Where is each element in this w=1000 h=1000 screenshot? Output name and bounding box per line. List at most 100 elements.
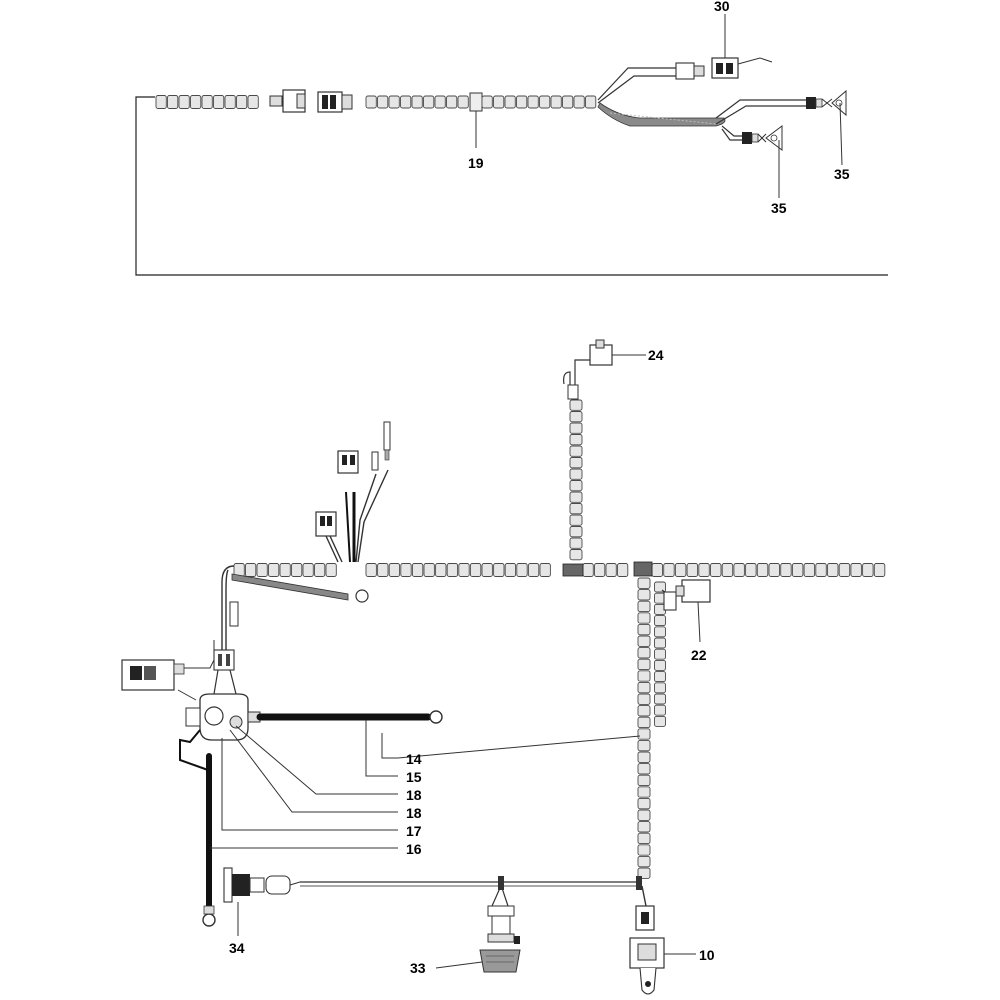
loom-segment bbox=[446, 563, 459, 577]
loom-segment bbox=[637, 739, 651, 752]
loom-segment bbox=[569, 445, 583, 457]
loom-segment bbox=[654, 659, 666, 671]
loom-segment bbox=[539, 95, 551, 109]
harness-run-bottom bbox=[300, 876, 642, 890]
connector-side bbox=[315, 511, 337, 537]
loom-segment bbox=[562, 95, 574, 109]
loom-segment bbox=[493, 95, 505, 109]
relay-module bbox=[121, 640, 215, 701]
loom-segment bbox=[504, 95, 516, 109]
loom-segment bbox=[569, 434, 583, 446]
loom-segment bbox=[686, 563, 699, 577]
loom-segment bbox=[637, 693, 651, 705]
loom-segment bbox=[314, 563, 326, 577]
loom-segment bbox=[516, 95, 528, 109]
loom-segment bbox=[637, 577, 651, 589]
lamp-33 bbox=[479, 887, 521, 973]
loom-segment bbox=[654, 682, 666, 694]
main-harness: 24 22 bbox=[121, 339, 886, 995]
loom-segment bbox=[155, 95, 167, 109]
callout-24: 24 bbox=[648, 347, 664, 363]
callout-17: 17 bbox=[406, 823, 422, 839]
callout-34: 34 bbox=[229, 940, 245, 956]
loom-segment bbox=[654, 615, 666, 627]
loom-segment bbox=[654, 581, 666, 593]
loom-segment bbox=[637, 821, 651, 833]
loom-segment bbox=[493, 563, 505, 577]
loom-segment bbox=[569, 457, 583, 469]
loom-segment bbox=[815, 563, 827, 577]
loom-segment bbox=[516, 563, 528, 577]
main-loom-horizontal bbox=[233, 563, 886, 577]
loom-segment bbox=[569, 491, 583, 503]
loom-segment bbox=[527, 95, 539, 109]
loom-segment bbox=[569, 537, 583, 549]
loom-segment bbox=[850, 563, 862, 577]
loom-segment bbox=[400, 95, 412, 109]
leader-17 bbox=[221, 738, 398, 831]
loom-segment bbox=[291, 563, 303, 577]
loom-segment bbox=[569, 503, 583, 515]
loom-segment bbox=[400, 563, 412, 577]
loom-segment bbox=[663, 563, 675, 577]
leader-15 bbox=[365, 720, 398, 777]
loom-segment bbox=[654, 693, 666, 705]
loom-segment bbox=[873, 563, 886, 577]
loom-segment bbox=[637, 670, 651, 682]
loom-side-22 bbox=[654, 581, 666, 727]
leader-18a bbox=[235, 725, 398, 795]
leader-18b bbox=[229, 729, 398, 813]
loom-segment bbox=[435, 563, 447, 577]
solenoid bbox=[185, 693, 261, 741]
loom-segment bbox=[569, 411, 583, 423]
loom-segment bbox=[637, 844, 651, 856]
battery-cable bbox=[256, 710, 443, 724]
loom-segment bbox=[605, 563, 617, 577]
loom-segment bbox=[365, 95, 377, 109]
leader-35a bbox=[839, 102, 843, 166]
loom-segment bbox=[674, 563, 687, 577]
bulb-socket-icon bbox=[742, 125, 783, 151]
ground-cable bbox=[179, 729, 216, 927]
loom-segment bbox=[585, 95, 597, 109]
loom-segment bbox=[481, 95, 493, 109]
upper-loom-middle bbox=[365, 95, 469, 109]
loom-segment bbox=[654, 648, 666, 660]
callout-10: 10 bbox=[699, 947, 715, 963]
callout-19: 19 bbox=[468, 155, 484, 171]
loom-segment bbox=[637, 809, 651, 821]
loom-segment bbox=[457, 95, 469, 109]
loom-segment bbox=[637, 612, 651, 624]
loom-segment bbox=[245, 563, 257, 577]
loom-segment bbox=[550, 95, 562, 109]
loom-segment bbox=[573, 95, 585, 109]
loom-segment bbox=[838, 563, 851, 577]
loom-segment bbox=[756, 563, 769, 577]
loom-segment bbox=[637, 832, 651, 845]
loom-segment bbox=[780, 563, 792, 577]
ring-terminal-icon bbox=[429, 710, 443, 724]
lamp-wires bbox=[715, 99, 808, 141]
loom-segment bbox=[481, 563, 493, 577]
loom-segment bbox=[654, 671, 666, 683]
loom-segment bbox=[651, 563, 663, 577]
loom-segment bbox=[721, 563, 734, 577]
loom-segment bbox=[423, 563, 435, 577]
callout-33: 33 bbox=[410, 960, 426, 976]
loom-segment bbox=[569, 549, 583, 561]
callout-35: 35 bbox=[771, 200, 787, 216]
loom-segment bbox=[654, 704, 666, 716]
loom-segment bbox=[733, 563, 745, 577]
loom-segment bbox=[637, 728, 651, 740]
callout-18: 18 bbox=[406, 805, 422, 821]
sensor-24 bbox=[563, 339, 613, 400]
junction-tape bbox=[633, 561, 653, 577]
loom-segment bbox=[617, 563, 629, 577]
loom-clip bbox=[469, 92, 483, 112]
loom-segment bbox=[434, 95, 446, 109]
loom-segment bbox=[569, 422, 583, 434]
switch-22 bbox=[661, 579, 711, 611]
loom-segment bbox=[247, 95, 259, 109]
inline-fuse bbox=[229, 601, 239, 627]
